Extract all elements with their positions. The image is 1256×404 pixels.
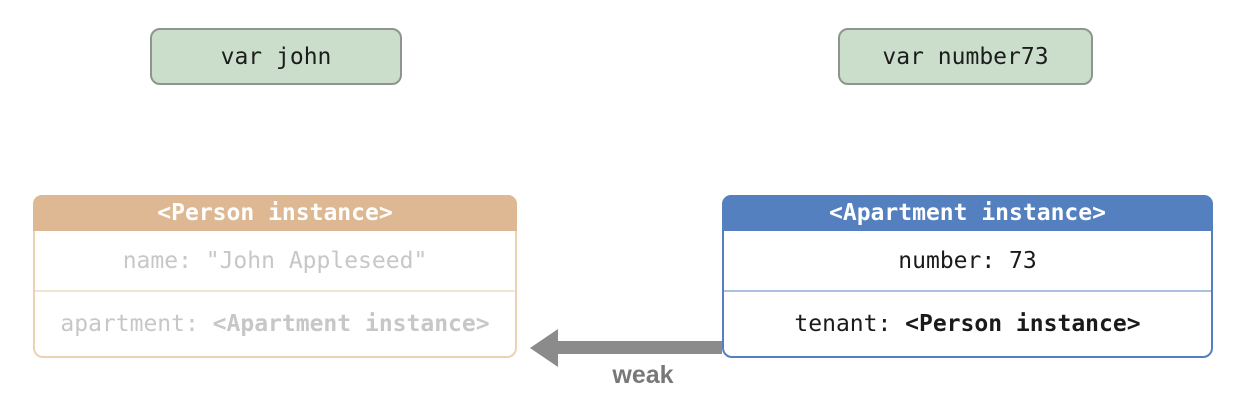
apartment-number-value: 73 xyxy=(1009,247,1037,274)
apartment-instance-header: <Apartment instance> xyxy=(722,195,1213,231)
weak-reference-arrow-head-icon xyxy=(530,329,558,367)
person-apartment-value: <Apartment instance> xyxy=(212,311,490,337)
weak-label: weak xyxy=(612,361,674,389)
person-apartment-label: apartment: xyxy=(60,311,199,337)
var-john-box: var john xyxy=(150,28,402,85)
apartment-number-label: number: xyxy=(898,247,996,274)
weak-reference-arrow-shaft xyxy=(557,341,722,354)
person-instance-box: <Person instance> name: "John Appleseed"… xyxy=(33,195,517,358)
person-name-row: name: "John Appleseed" xyxy=(35,231,515,292)
person-apartment-row: apartment: <Apartment instance> xyxy=(35,292,515,356)
person-name-label: name: xyxy=(122,247,192,274)
apartment-tenant-label: tenant: xyxy=(794,311,892,337)
person-instance-header: <Person instance> xyxy=(33,195,517,231)
apartment-number-row: number: 73 xyxy=(724,231,1211,292)
var-john-label: var john xyxy=(220,43,332,70)
apartment-instance-box: <Apartment instance> number: 73 tenant: … xyxy=(722,195,1213,358)
var-number73-box: var number73 xyxy=(838,28,1093,85)
apartment-tenant-value: <Person instance> xyxy=(905,311,1141,337)
apartment-tenant-row: tenant: <Person instance> xyxy=(724,292,1211,356)
var-number73-label: var number73 xyxy=(882,43,1049,70)
person-name-value: "John Appleseed" xyxy=(205,247,428,274)
